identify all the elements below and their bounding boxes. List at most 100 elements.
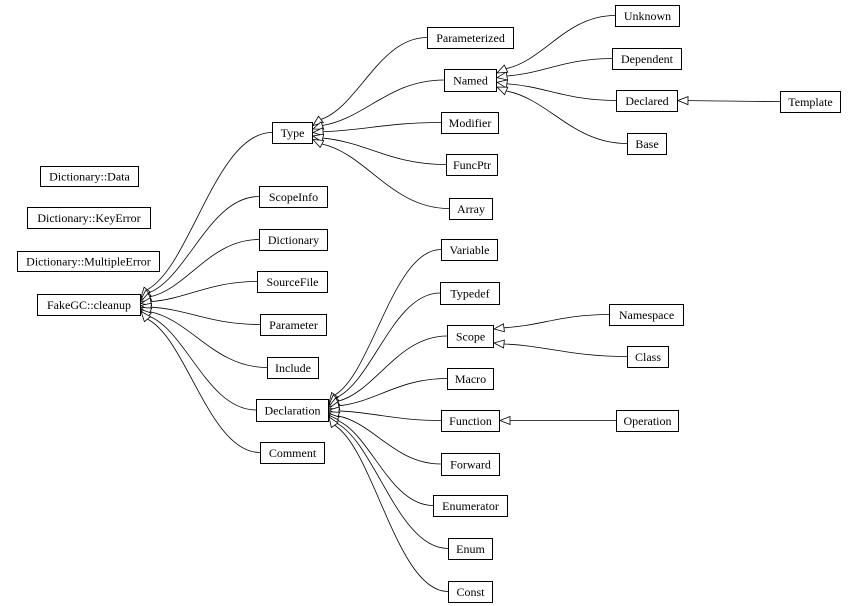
inheritance-arrowhead-icon: [492, 323, 505, 333]
node-label: Comment: [269, 446, 317, 460]
edge-template-to-declared: [687, 100, 781, 102]
node-label: Scope: [456, 330, 485, 344]
edge-declared-to-named: [506, 83, 617, 101]
node-funcptr[interactable]: FuncPtr: [446, 154, 498, 176]
node-label: Namespace: [619, 308, 674, 322]
node-box: [441, 453, 500, 476]
node-declaration[interactable]: Declaration: [256, 399, 329, 422]
edge-declaration-to-fakegc: [148, 315, 257, 411]
node-macro[interactable]: Macro: [447, 368, 494, 390]
node-label: Declared: [625, 94, 668, 108]
node-scopeinfo[interactable]: ScopeInfo: [259, 186, 328, 208]
node-box: [440, 282, 500, 305]
node-enumerator[interactable]: Enumerator: [433, 495, 508, 517]
node-comment[interactable]: Comment: [260, 442, 325, 464]
node-label: Variable: [450, 243, 490, 257]
node-label: Parameter: [269, 318, 318, 332]
node-base[interactable]: Base: [627, 133, 667, 155]
node-box: [267, 357, 319, 379]
node-box: [259, 186, 328, 208]
edge-unknown-to-named: [505, 15, 616, 70]
inheritance-arrowhead-icon: [498, 415, 511, 426]
node-box: [627, 133, 667, 155]
inheritance-arrowhead-icon: [496, 64, 509, 74]
node-unknown[interactable]: Unknown: [615, 5, 680, 27]
edge-sourcefile-to-fakegc: [150, 281, 258, 303]
node-box: [448, 538, 493, 560]
node-box: [616, 410, 679, 432]
node-named[interactable]: Named: [444, 69, 497, 92]
node-dependent[interactable]: Dependent: [612, 48, 682, 70]
node-scope[interactable]: Scope: [447, 325, 494, 348]
node-label: Declaration: [265, 404, 321, 418]
node-box: [447, 368, 494, 390]
node-sourcefile[interactable]: SourceFile: [257, 271, 328, 293]
node-box: [449, 198, 493, 220]
node-box: [260, 442, 325, 464]
node-dictionary[interactable]: Dictionary: [259, 229, 328, 251]
node-function[interactable]: Function: [441, 410, 500, 432]
node-box: [446, 154, 498, 176]
edge-class-to-scope: [503, 343, 628, 357]
node-parameter[interactable]: Parameter: [260, 314, 327, 336]
node-label: Class: [635, 350, 661, 364]
node-box: [427, 27, 514, 49]
edge-scope-to-declaration: [337, 335, 448, 402]
node-template[interactable]: Template: [780, 91, 841, 113]
node-modifier[interactable]: Modifier: [441, 112, 499, 134]
node-label: Forward: [450, 458, 491, 472]
node-label: Type: [281, 126, 305, 140]
node-label: Macro: [455, 372, 486, 386]
node-box: [27, 207, 151, 229]
node-type[interactable]: Type: [272, 122, 313, 144]
node-label: Include: [275, 361, 311, 375]
node-declared[interactable]: Declared: [616, 90, 678, 112]
edge-named-to-type: [322, 79, 445, 126]
inheritance-arrowhead-icon: [495, 79, 508, 89]
inheritance-arrowhead-icon: [495, 71, 509, 81]
node-label: Dictionary::Data: [49, 170, 130, 184]
node-fakegc[interactable]: FakeGC::cleanup: [37, 294, 141, 316]
edge-const-to-declaration: [334, 424, 449, 592]
node-label: ScopeInfo: [269, 190, 318, 204]
node-const[interactable]: Const: [448, 581, 493, 603]
inheritance-arrowhead-icon: [312, 139, 325, 149]
node-label: FakeGC::cleanup: [47, 298, 131, 312]
edge-macro-to-declaration: [338, 378, 448, 407]
edge-parameter-to-fakegc: [150, 306, 261, 325]
node-label: Parameterized: [436, 31, 505, 45]
node-operation[interactable]: Operation: [616, 410, 679, 432]
node-label: Dictionary: [268, 233, 319, 247]
node-box: [433, 495, 508, 517]
edge-array-to-type: [321, 143, 450, 209]
node-class[interactable]: Class: [627, 346, 669, 368]
node-parameterized[interactable]: Parameterized: [427, 27, 514, 49]
node-box: [441, 239, 498, 261]
edge-dependent-to-named: [506, 58, 613, 77]
node-label: Named: [453, 74, 488, 88]
node-include[interactable]: Include: [267, 357, 319, 379]
node-label: Dependent: [621, 52, 674, 66]
node-dict-keyerror[interactable]: Dictionary::KeyError: [27, 207, 151, 229]
edge-comment-to-fakegc: [147, 318, 261, 453]
edge-base-to-named: [506, 90, 628, 144]
edge-funcptr-to-type: [322, 137, 447, 165]
node-label: FuncPtr: [453, 158, 491, 172]
node-box: [441, 410, 500, 432]
node-array[interactable]: Array: [449, 198, 493, 220]
node-box: [260, 314, 327, 336]
node-namespace[interactable]: Namespace: [609, 304, 684, 326]
node-label: Unknown: [624, 9, 671, 23]
node-box: [780, 91, 841, 113]
node-dict-multerror[interactable]: Dictionary::MultipleError: [17, 251, 160, 272]
node-label: Enumerator: [442, 499, 499, 513]
inheritance-arrowhead-icon: [311, 127, 324, 137]
node-enum[interactable]: Enum: [448, 538, 493, 560]
node-dict-data[interactable]: Dictionary::Data: [40, 166, 139, 187]
node-label: Template: [788, 95, 832, 109]
node-forward[interactable]: Forward: [441, 453, 500, 476]
edge-typedef-to-declaration: [335, 292, 441, 399]
node-variable[interactable]: Variable: [441, 239, 498, 261]
edge-parameterized-to-type: [320, 37, 428, 120]
node-typedef[interactable]: Typedef: [440, 282, 500, 305]
